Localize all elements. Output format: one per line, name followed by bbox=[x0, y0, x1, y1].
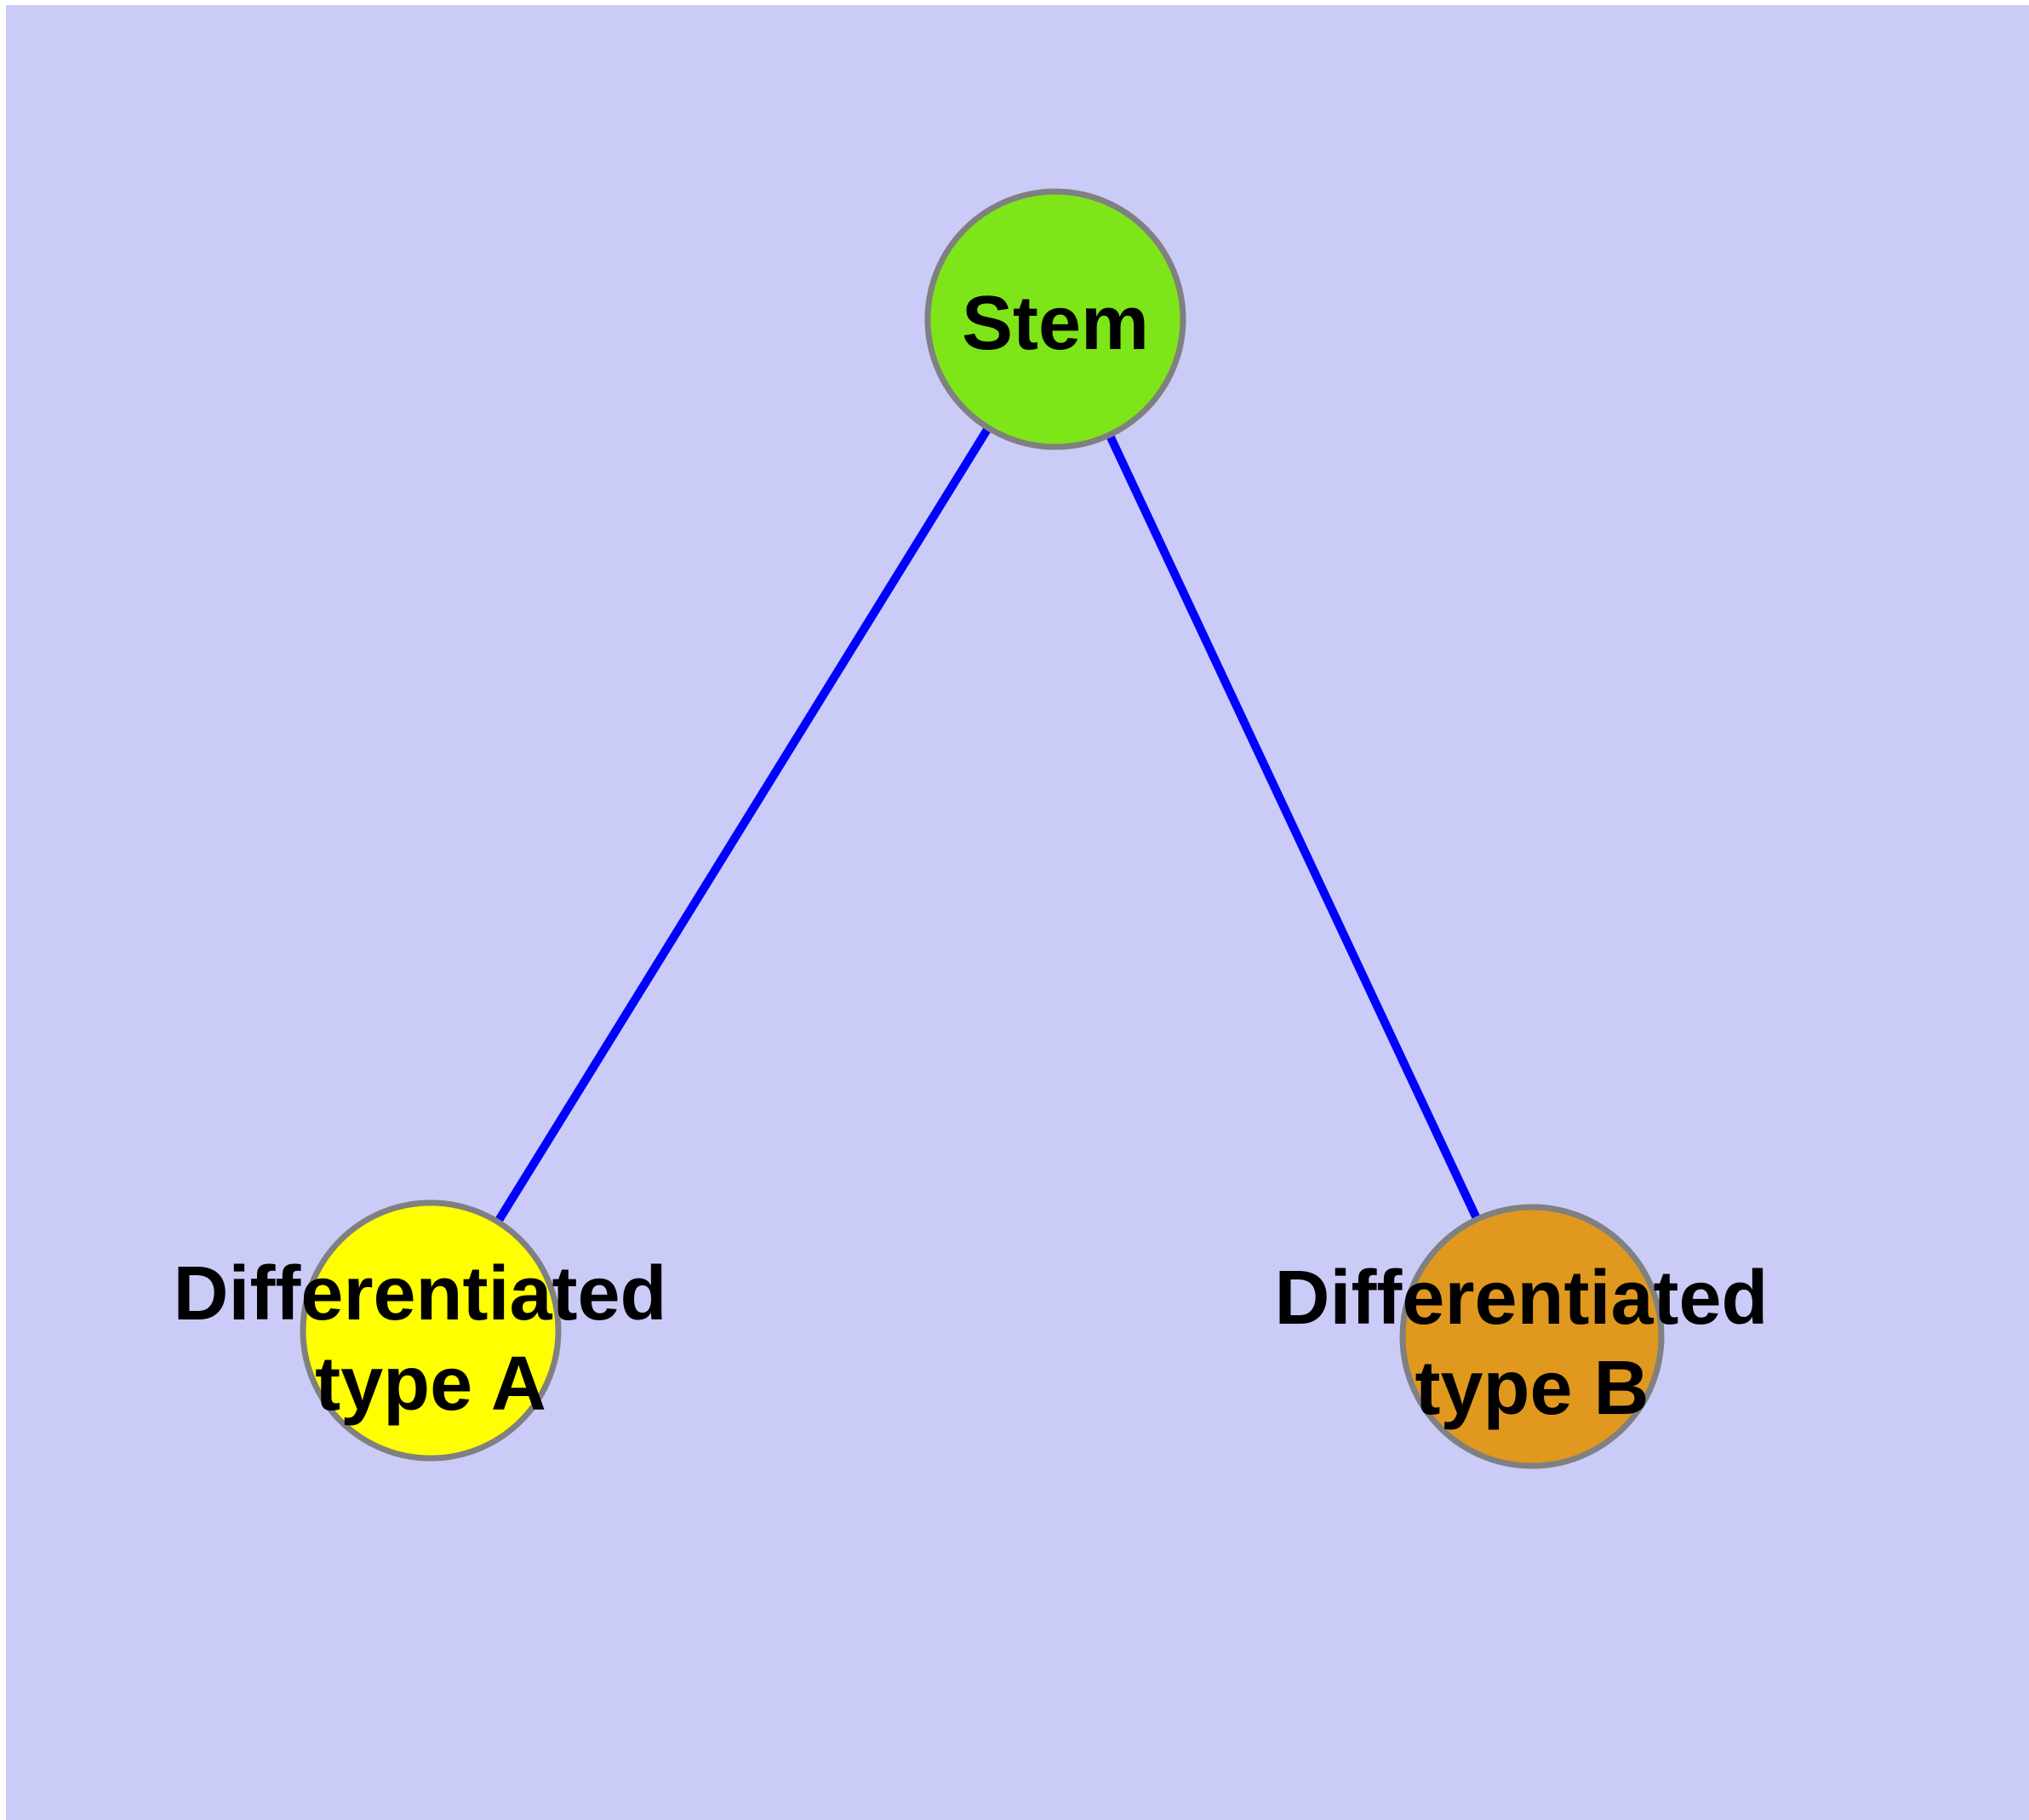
node-differentiated-type-a-label-line1: Differentiated bbox=[173, 1251, 666, 1336]
node-stem bbox=[924, 188, 1186, 450]
node-stem-label: Stem bbox=[962, 281, 1149, 366]
edge-stem-to-type-a bbox=[426, 317, 1060, 1333]
node-differentiated-type-a-label-line2: type A bbox=[315, 1342, 546, 1427]
node-differentiated-type-b-label-line1: Differentiated bbox=[1274, 1256, 1768, 1341]
node-differentiated-type-a-label: Differentiated type A bbox=[173, 1251, 688, 1427]
node-differentiated-type-b-label: Differentiated type B bbox=[1274, 1256, 1789, 1431]
node-differentiated-type-b bbox=[1399, 1204, 1665, 1469]
node-differentiated-type-b-label-line2: type B bbox=[1415, 1346, 1649, 1431]
node-differentiated-type-a bbox=[300, 1199, 562, 1462]
edge-stem-to-type-b bbox=[1051, 317, 1536, 1339]
